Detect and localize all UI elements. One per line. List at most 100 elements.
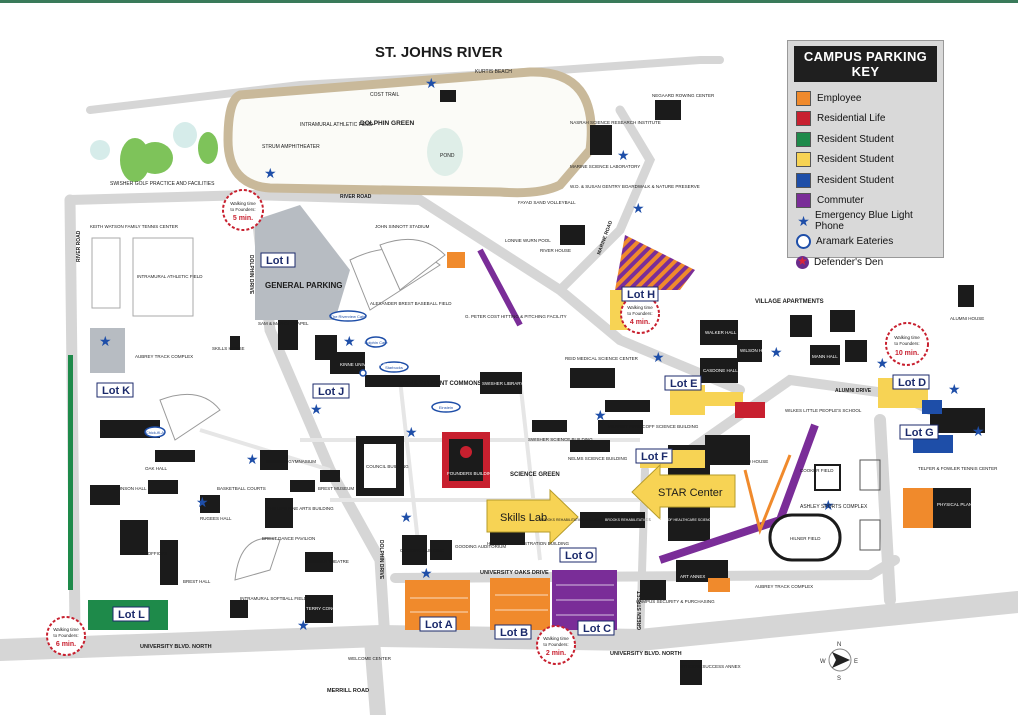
legend-label: Employee [817,92,862,104]
walk-4-l2: to Founders: [627,311,652,316]
softball-label: INTRAMURAL SOFTBALL FIELD [240,596,308,601]
rugees-label: RUGEES HALL [200,516,232,521]
svg-text:★: ★ [822,497,835,513]
legend-label: Aramark Eateries [816,236,894,248]
physical-plant-lot [903,488,933,528]
lot-b-area [490,578,550,630]
legend-item-employee: Employee [788,88,943,109]
intramural-label-top: INTRAMURAL ATHLETIC FIELD [300,122,373,128]
resident-blue-swatch [796,172,811,188]
legend-item-resident-green: Resident Student [788,129,943,150]
star-icon: ★ [797,212,810,229]
walk-6-l3: 6 min. [56,641,76,648]
athletic-offices-label: ATHLETIC OFFICES [125,551,167,556]
hilner-field [768,513,842,562]
legend-label: Commuter [817,195,864,207]
tennis-label: KEITH WATSON FAMILY TENNIS CENTER [90,224,179,229]
mann-label: MANN HALL [812,354,838,359]
svg-text:★: ★ [876,355,889,371]
svg-text:★: ★ [594,407,607,423]
svg-text:★: ★ [405,424,418,440]
legend-label: Residential Life [817,113,886,125]
skills-lab-arrow [486,488,579,546]
residential-life-swatch [796,111,811,127]
merritt-label: MERRITT PENTICOFF SCIENCE BUILDING [608,424,699,429]
lot-i-area [255,205,350,320]
lot-k-area [90,328,125,373]
village-label: VILLAGE APARTMENTS [755,299,824,305]
river-road-side: RIVER ROAD [76,230,82,262]
fayad-label: FAYAD SAND VOLLEYBALL [518,200,576,205]
walk-4-l3: 4 min. [630,319,650,326]
eatery-2: Starbucks [385,365,403,370]
campus-security-label: CAMPUS SECURITY & PURCHASING [636,599,715,604]
svg-text:★: ★ [196,494,209,510]
dolphin-green-label: DOLPHIN GREEN [360,120,414,127]
eatery-3: Einstein [439,405,453,410]
compass-e: E [854,659,858,665]
walk-5-l3: 5 min. [233,215,253,222]
negaard-label: NEGAARD ROWING CENTER [652,93,715,98]
legend-item-commuter: Commuter [788,191,943,212]
wilson-label: WILSON HALL [740,348,771,353]
davis-label: DAVIS STUDENT COMMONS [400,381,482,387]
brest-dance-label: BREST DANCE PAVILION [262,536,315,541]
svg-text:★: ★ [617,147,630,163]
alumni-drive-road: ALUMNI DRIVE [835,388,872,394]
svg-text:★: ★ [948,381,961,397]
employee-swatch [796,90,811,106]
legend-label: Resident Student [817,133,894,145]
river-house-label: RIVER HOUSE [540,248,571,253]
oak-hall-label: OAK HALL [145,466,168,471]
den-icon: ★ [796,253,809,269]
lot-d-label: Lot D [898,377,926,389]
lonnie-label: LONNIE WURN POOL [505,238,551,243]
eatery-5: Dolphin Cafe [364,340,388,345]
lot-i-label: Lot I [266,255,289,267]
peter-cost-label: G. PETER COST HITTING & PITCHING FACILIT… [465,314,567,319]
svg-text:★: ★ [246,451,259,467]
cost-trail-label: COST TRAIL [370,92,399,98]
lot-e-label: Lot E [670,378,698,390]
brest-museum-label: BREST MUSEUM [318,486,354,491]
star-center-label: STAR Center [658,487,723,499]
gooding-label: GOODING BUILDING [400,548,445,553]
svg-text:★: ★ [770,344,783,360]
legend-item-residential-life: Residential Life [788,109,943,130]
lot-o-label: Lot O [565,550,594,562]
walk-4-l1: Walking time [627,305,653,310]
green-strip-left [68,355,73,590]
kinne-label: KINNE UNIVERSITY CENTER [340,362,402,367]
intramural-field [132,237,194,317]
nelms-label: NELMS SCIENCE BUILDING [568,456,628,461]
intramural-label-left: INTRAMURAL ATHLETIC FIELD [137,274,203,279]
svg-text:★: ★ [420,565,433,581]
lot-f-label: Lot F [641,451,668,463]
merrill-road: MERRILL ROAD [327,688,369,694]
skills-lab-label: Skills Lab [500,512,547,524]
dolphin-drive-road-2: DOLPHIN DRIVE [378,540,384,580]
resident-green-swatch [796,131,811,147]
dm-house-label: SKILLS HOUSE [212,346,245,351]
svg-text:★: ★ [264,165,277,181]
legend-label: Emergency Blue Light Phone [815,210,913,233]
river-road-top: RIVER ROAD [340,194,372,200]
walk-6-l1: Walking time [53,627,79,632]
walk-6-l2: to Founders: [53,633,78,638]
svg-text:★: ★ [632,200,645,216]
walk-10-l1: Walking time [894,335,920,340]
johnson-label: JOHNSON HALL [112,486,147,491]
welcome-label: WELCOME CENTER [348,656,392,661]
walk-10-l2: to Founders: [894,341,919,346]
legend-label: Defender's Den [814,256,884,268]
svg-text:★: ★ [297,617,310,633]
legend-label: Resident Student [817,174,894,186]
swisher-library-label: SWISHER LIBRARY [482,381,523,386]
resident-yellow-swatch [796,152,811,168]
casdone-label: CASDONE HALL [703,368,738,373]
aubrey-left-label: AUBREY TRACK COMPLEX [135,354,193,359]
legend-item-aramark: Aramark Eateries [788,232,943,253]
parking-key-legend: CAMPUS PARKING KEY Employee Residential … [787,40,944,269]
general-parking-label: GENERAL PARKING [265,281,343,290]
golf-label: SWISHER GOLF PRACTICE AND FACILITIES [110,181,215,187]
